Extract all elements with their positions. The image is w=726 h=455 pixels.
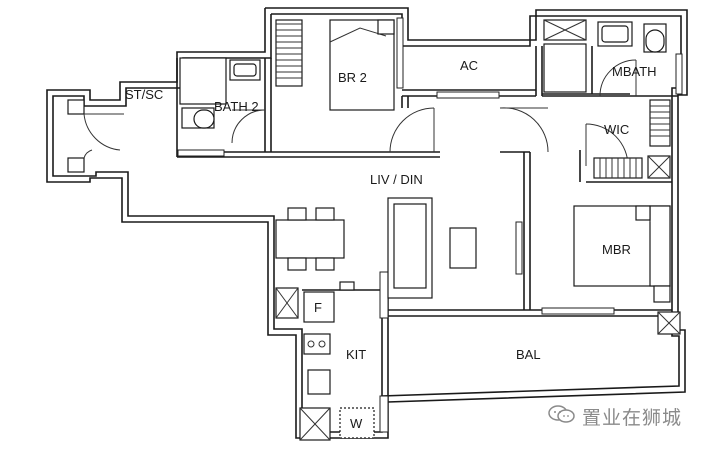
room-label-st-sc: ST/SC xyxy=(125,87,163,102)
room-label-wic: WIC xyxy=(604,122,629,137)
room-label-bath2: BATH 2 xyxy=(214,99,259,114)
doors xyxy=(231,59,637,167)
room-label-br2: BR 2 xyxy=(338,70,367,85)
room-label-mbath: MBATH xyxy=(612,64,657,79)
room-label-kit: KIT xyxy=(346,347,366,362)
washer-label: W xyxy=(350,416,363,431)
kitchen-fixtures xyxy=(275,281,375,441)
fridge-label: F xyxy=(314,300,322,315)
balcony-shaft xyxy=(657,311,681,335)
liv-din-furniture xyxy=(275,197,477,299)
room-label-mbr: MBR xyxy=(602,242,631,257)
mbr-bed xyxy=(573,205,671,303)
br2-furniture xyxy=(275,19,395,111)
watermark: 置业在狮城 xyxy=(548,404,683,429)
wechat-icon xyxy=(548,404,576,429)
bath2-fixtures xyxy=(179,57,261,129)
watermark-text: 置业在狮城 xyxy=(582,406,683,429)
outer-walls xyxy=(46,7,688,439)
wic-shelves xyxy=(593,99,671,179)
interior-walls xyxy=(176,46,678,402)
room-label-liv-din: LIV / DIN xyxy=(370,172,423,187)
windows xyxy=(177,17,683,433)
entrance-door xyxy=(67,99,124,173)
mbath-fixtures xyxy=(543,19,667,93)
room-label-ac: AC xyxy=(460,58,478,73)
room-label-bal: BAL xyxy=(516,347,541,362)
